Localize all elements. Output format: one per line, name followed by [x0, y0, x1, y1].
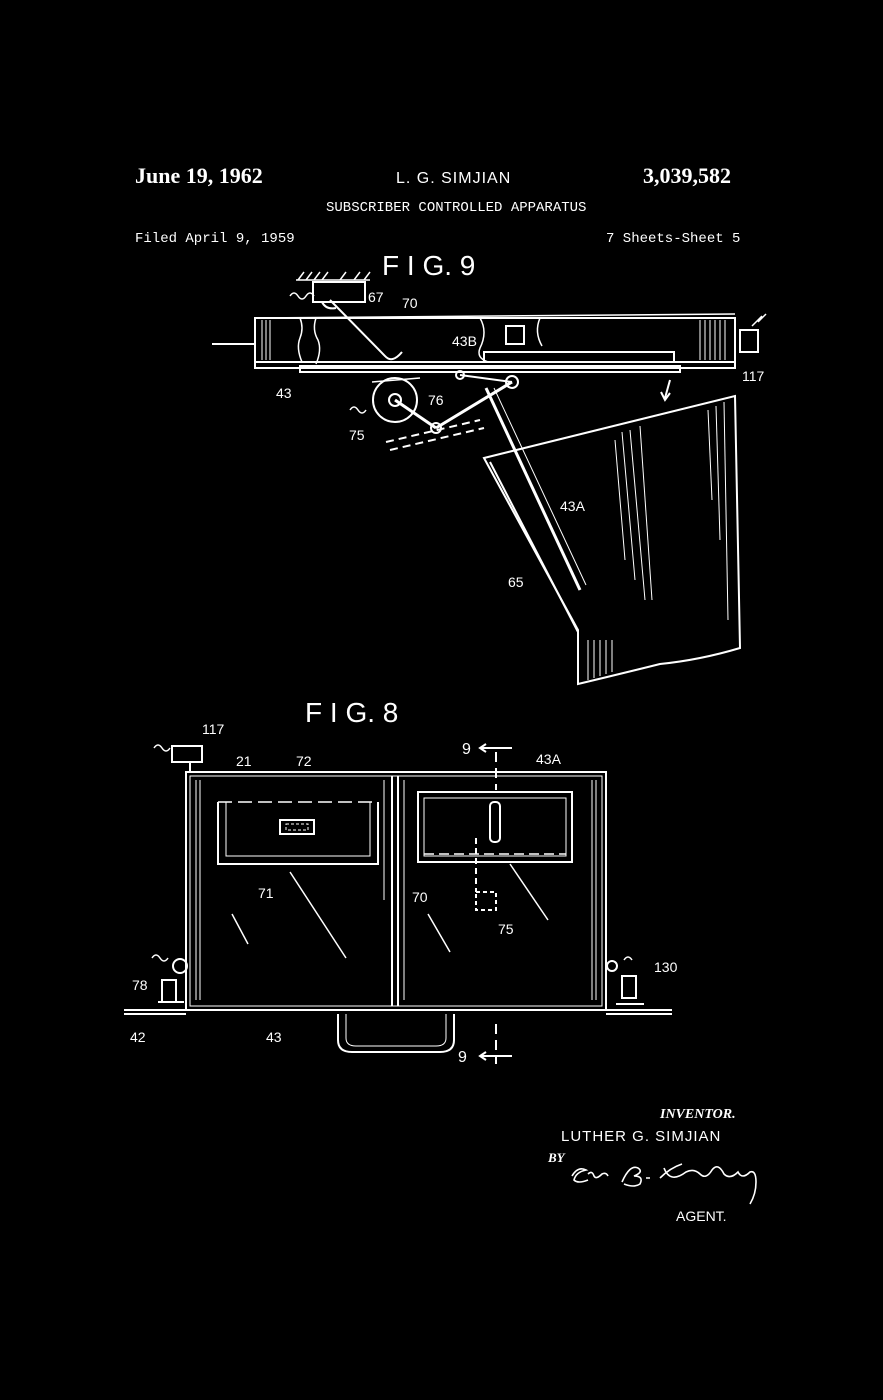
- fig9-ref-43a: 43A: [560, 498, 586, 514]
- fig8-glass-reflections: [231, 863, 549, 959]
- fig9-ref-75: 75: [349, 427, 365, 443]
- fig8-ref-75: 75: [498, 921, 514, 937]
- fig8-switch-78: [161, 979, 177, 1003]
- filed-date: Filed April 9, 1959: [135, 231, 295, 247]
- fig9-ref-76: 76: [428, 392, 444, 408]
- fig9-chute-hatch: [587, 401, 729, 680]
- fig8-ref-70: 70: [412, 889, 428, 905]
- fig9-label: F I G. 9: [382, 250, 475, 281]
- fig9-ref-65: 65: [508, 574, 524, 590]
- fig9-housing-hatch: [261, 320, 726, 360]
- inventor-name: LUTHER G. SIMJIAN: [561, 1128, 722, 1145]
- fig9-tray-43b: [483, 351, 675, 363]
- fig8-drawing: [124, 743, 672, 1064]
- patent-number: 3,039,582: [643, 163, 731, 188]
- fig8-ref-43a: 43A: [536, 751, 562, 767]
- fig9-labels: F I G. 9 67 70 43B 43 117 76 75 43A 65: [276, 250, 765, 590]
- fig9-ceiling-hatch: [296, 271, 371, 281]
- fig8-label: F I G. 8: [305, 697, 398, 728]
- fig8-ref-117: 117: [202, 721, 225, 737]
- fig8-ref-9-bottom: 9: [458, 1049, 467, 1066]
- agent-label: AGENT.: [676, 1208, 727, 1224]
- patent-title: SUBSCRIBER CONTROLLED APPARATUS: [326, 200, 587, 216]
- fig9-solenoid-67: [312, 281, 366, 303]
- fig9-switch-117: [739, 329, 759, 353]
- fig9-ref-117: 117: [742, 368, 765, 384]
- fig8-ref-42: 42: [130, 1029, 146, 1045]
- fig8-tray-71: [217, 802, 379, 865]
- by-label: BY: [548, 1150, 565, 1165]
- patent-date: June 19, 1962: [135, 163, 263, 188]
- fig9-ref-67: 67: [368, 289, 384, 305]
- inventor-header: L. G. SIMJIAN: [396, 170, 512, 187]
- fig8-ref-71: 71: [258, 885, 274, 901]
- fig8-labels: F I G. 8 117 21 72 9 43A 71 70 75 78 130…: [130, 697, 678, 1066]
- sheet-count: 7 Sheets-Sheet 5: [606, 231, 741, 247]
- fig9-door-43a: [484, 387, 582, 591]
- fig8-handle: [337, 1014, 455, 1053]
- inventor-label: INVENTOR.: [660, 1107, 736, 1122]
- fig8-wall-hatch: [195, 780, 597, 1000]
- fig8-enclosure-43: [185, 771, 607, 1011]
- fig8-ref-21: 21: [236, 753, 252, 769]
- fig9-ref-70: 70: [402, 295, 418, 311]
- fig8-switch-117: [171, 745, 203, 763]
- fig9-drawing: [212, 271, 767, 686]
- fig9-chute-65: [482, 394, 742, 686]
- fig9-wheel-75: [372, 377, 418, 423]
- fig8-ref-72: 72: [296, 753, 312, 769]
- fig8-ref-78: 78: [132, 977, 148, 993]
- fig9-housing-43: [254, 317, 736, 369]
- fig8-door-43a: [417, 791, 573, 863]
- fig8-ref-130: 130: [654, 959, 678, 975]
- fig8-ref-9-top: 9: [462, 741, 471, 758]
- fig8-switch-130: [621, 975, 637, 999]
- fig8-ref-43: 43: [266, 1029, 282, 1045]
- fig9-ref-43: 43: [276, 385, 292, 401]
- fig8-slot-72: [279, 819, 315, 835]
- fig9-ref-43b: 43B: [452, 333, 477, 349]
- agent-signature: [571, 1163, 757, 1205]
